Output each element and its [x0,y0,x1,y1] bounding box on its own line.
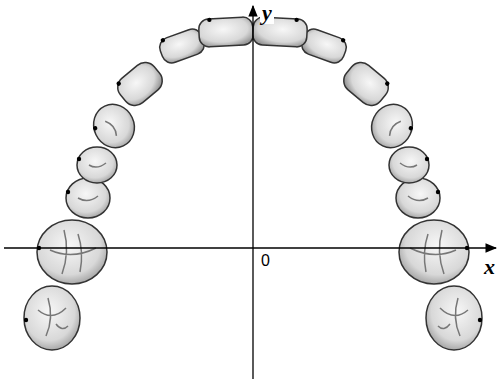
axis-name: y [260,2,274,24]
left-teeth [24,15,254,350]
y-axis [252,6,253,379]
axis-name: x [482,256,497,278]
right-teeth [252,15,482,350]
x-axis [4,247,496,248]
origin-label: 0 [259,253,272,269]
